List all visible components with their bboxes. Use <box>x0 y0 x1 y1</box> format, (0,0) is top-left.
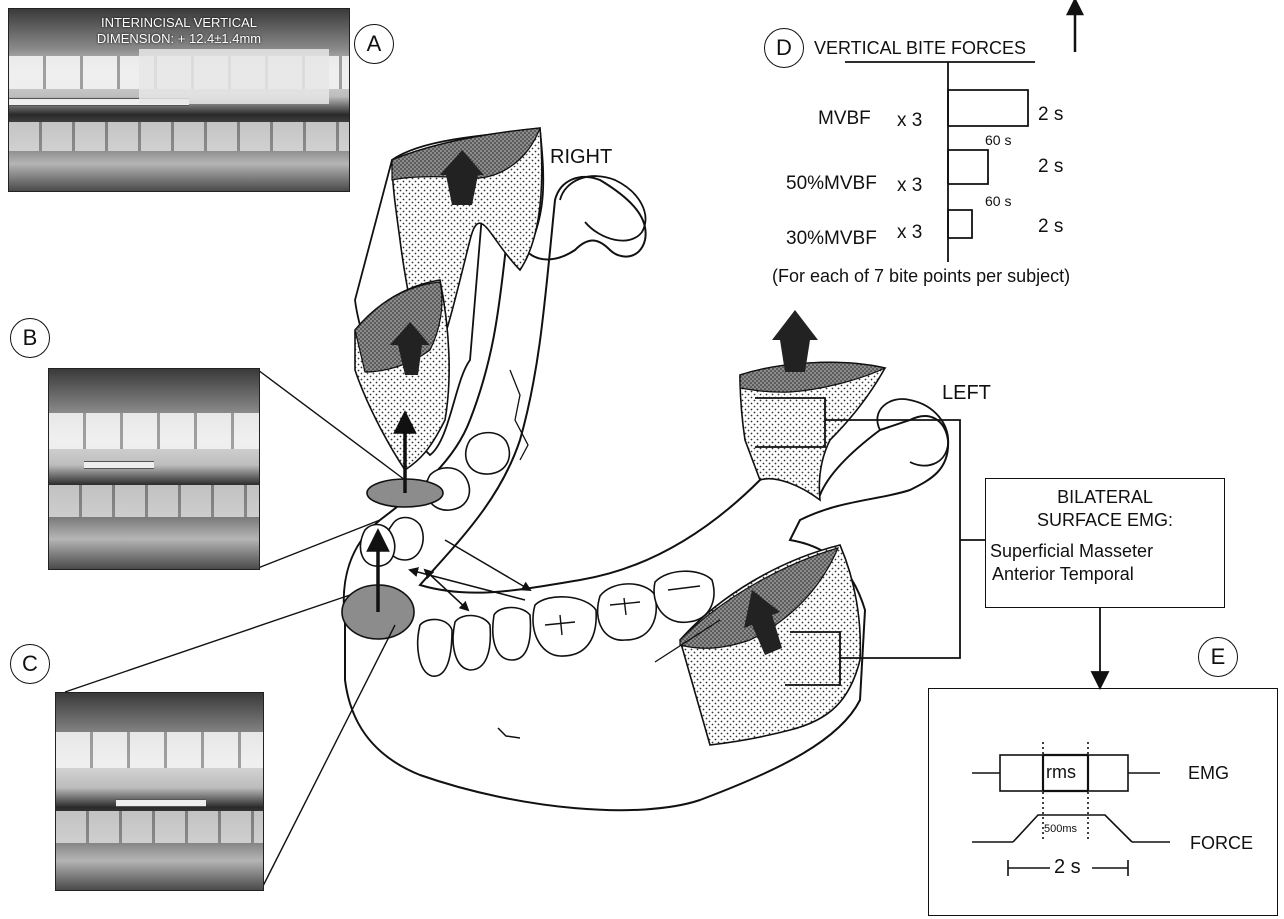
protocol-bar <box>948 150 988 184</box>
protocol-bars <box>948 90 1028 238</box>
tooth <box>654 571 714 622</box>
protocol-row-duration: 2 s <box>1038 104 1063 126</box>
interincisal-caption-line2: DIMENSION: + 12.4±1.4mm <box>9 31 349 46</box>
protocol-row-label: 50%MVBF <box>786 173 877 195</box>
protocol-row-times: x 3 <box>897 175 922 197</box>
protocol-rest-label: 60 s <box>985 132 1011 148</box>
photo-b-bite-point <box>48 368 260 570</box>
protocol-row-times: x 3 <box>897 222 922 244</box>
emg-box-line4: Anterior Temporal <box>992 564 1134 585</box>
protocol-row-duration: 2 s <box>1038 156 1063 178</box>
protocol-title: VERTICAL BITE FORCES <box>814 38 1026 59</box>
emg-box-line2: SURFACE EMG: <box>986 510 1224 531</box>
interincisal-caption-line1: INTERINCISAL VERTICAL <box>9 15 349 30</box>
protocol-row-label: 30%MVBF <box>786 228 877 250</box>
rms-window-label: rms <box>1046 762 1076 783</box>
tooth <box>533 597 596 656</box>
left-side-label: LEFT <box>942 382 991 405</box>
tooth <box>453 616 490 670</box>
panel-label-a: A <box>354 24 394 64</box>
protocol-bar <box>948 90 1028 126</box>
protocol-row-times: x 3 <box>897 110 922 132</box>
protocol-row-label: MVBF <box>818 108 871 130</box>
force-trace-label: FORCE <box>1190 833 1253 854</box>
emg-box: BILATERAL SURFACE EMG: Superficial Masse… <box>985 478 1225 608</box>
protocol-bar <box>948 210 972 238</box>
emg-trace-label: EMG <box>1188 763 1229 784</box>
tooth <box>598 584 657 640</box>
tooth <box>466 433 510 474</box>
panel-label-b: B <box>10 318 50 358</box>
protocol-rest-label: 60 s <box>985 193 1011 209</box>
photo-c-bite-point <box>55 692 264 891</box>
force-duration-label: 2 s <box>1054 856 1081 879</box>
panel-label-e: E <box>1198 637 1238 677</box>
tooth <box>418 619 452 676</box>
right-side-label: RIGHT <box>550 146 612 169</box>
emg-box-line3: Superficial Masseter <box>990 541 1153 562</box>
tooth <box>493 608 531 661</box>
panel-label-c: C <box>10 644 50 684</box>
protocol-row-duration: 2 s <box>1038 216 1063 238</box>
panel-label-d: D <box>764 28 804 68</box>
panel-e-box <box>928 688 1278 916</box>
photo-a-interincisal: INTERINCISAL VERTICAL DIMENSION: + 12.4±… <box>8 8 350 192</box>
protocol-footnote: (For each of 7 bite points per subject) <box>772 266 1070 287</box>
emg-box-line1: BILATERAL <box>986 487 1224 508</box>
rms-window-duration: 500ms <box>1044 823 1077 835</box>
